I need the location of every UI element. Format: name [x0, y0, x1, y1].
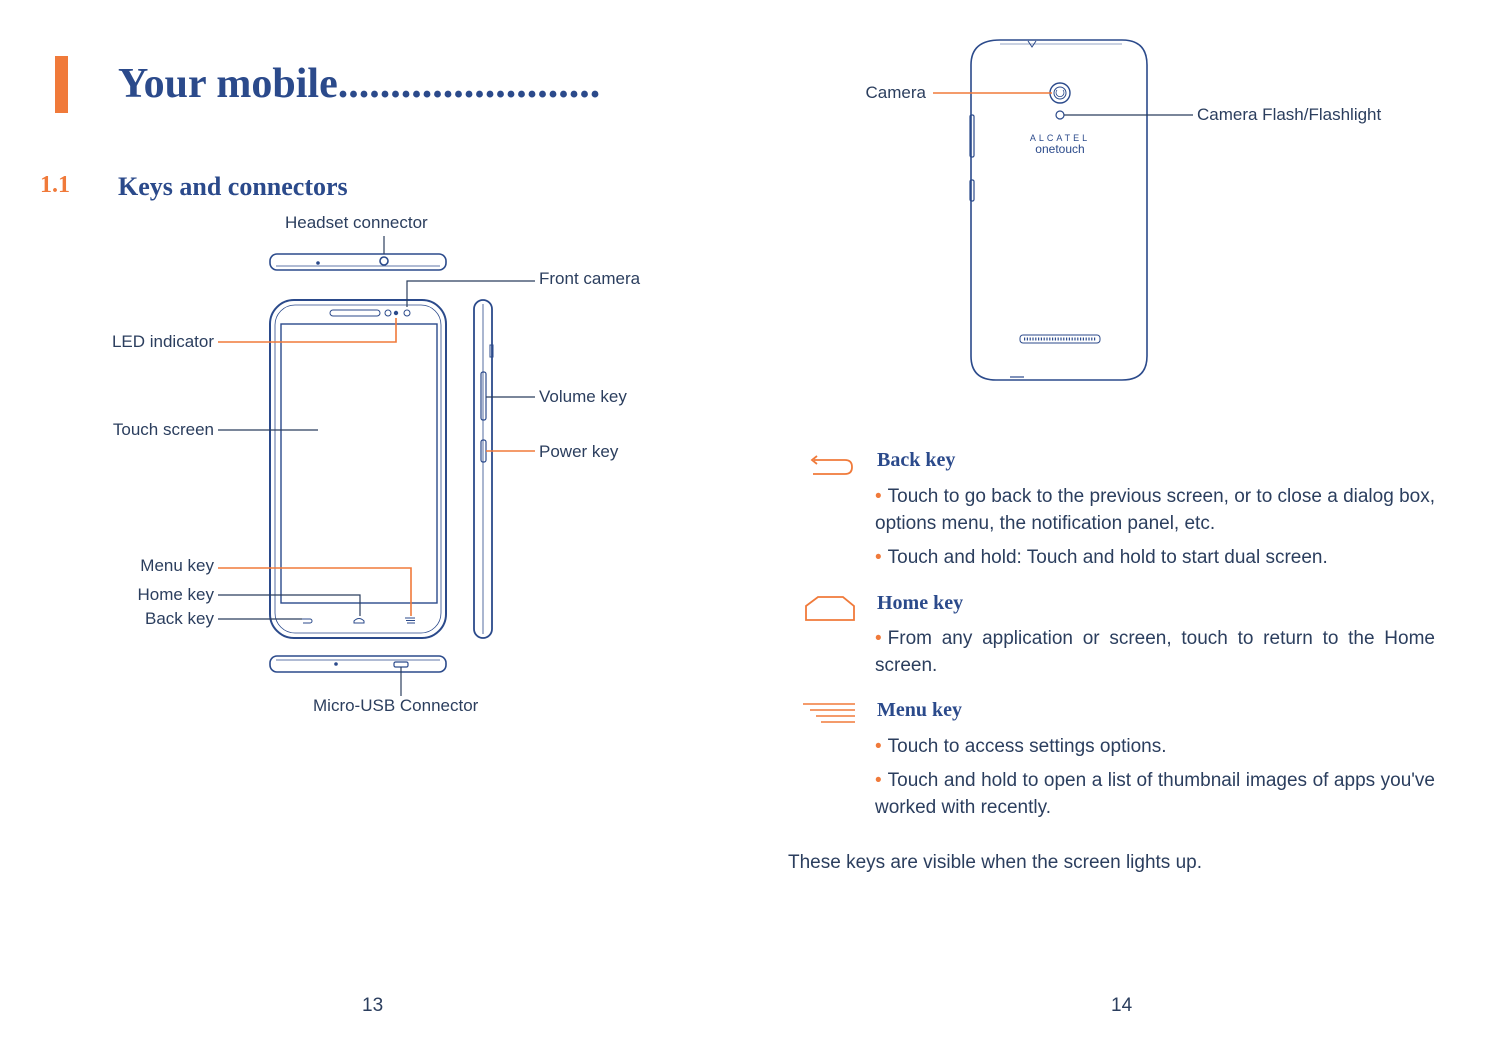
brand-logo-bottom: onetouch — [1035, 142, 1085, 156]
label-front-camera: Front camera — [539, 269, 641, 288]
phone-side-view — [473, 299, 494, 639]
phone-top-view — [269, 253, 447, 271]
back-arrow-head — [810, 455, 818, 465]
chapter-marker — [55, 56, 68, 113]
label-led-indicator: LED indicator — [111, 332, 214, 351]
menu-key-icon — [803, 703, 855, 723]
label-menu-key: Menu key — [140, 556, 214, 575]
label-headset-connector: Headset connector — [285, 213, 428, 232]
label-touch-screen: Touch screen — [112, 420, 214, 439]
menu-key-bullet-2: •Touch and hold to open a list of thumbn… — [875, 770, 1435, 818]
page-number-left: 13 — [362, 995, 384, 1016]
chapter-title: Your mobile......................... — [118, 61, 601, 107]
back-arrow-icon — [813, 459, 853, 475]
page-number-right: 14 — [1111, 995, 1133, 1016]
label-home-key: Home key — [137, 585, 214, 604]
label-power-key: Power key — [539, 442, 619, 461]
back-key-bullet-2: •Touch and hold: Touch and hold to start… — [875, 547, 1328, 568]
phone-front-view — [269, 299, 447, 639]
menu-key-bullet-1: •Touch to access settings options. — [875, 736, 1167, 757]
home-key-title: Home key — [877, 592, 964, 614]
label-back-key: Back key — [145, 609, 214, 628]
brand-logo-top: ALCATEL — [1029, 133, 1091, 143]
back-key-title: Back key — [877, 449, 956, 471]
home-key-icon — [805, 596, 855, 621]
phone-bottom-view — [269, 655, 447, 673]
back-key-bullet-1: •Touch to go back to the previous screen… — [875, 486, 1435, 534]
menu-key-title: Menu key — [877, 699, 962, 721]
section-number: 1.1 — [40, 172, 70, 198]
label-micro-usb: Micro-USB Connector — [313, 696, 479, 715]
phone-rear-view — [969, 39, 1148, 381]
label-camera-flash: Camera Flash/Flashlight — [1197, 105, 1382, 124]
visibility-note: These keys are visible when the screen l… — [788, 852, 1202, 873]
callout-lines — [218, 92, 1193, 696]
section-title: Keys and connectors — [118, 172, 348, 201]
label-camera: Camera — [865, 83, 926, 102]
label-volume-key: Volume key — [539, 387, 627, 406]
home-key-bullet-1: •From any application or screen, touch t… — [875, 628, 1435, 676]
